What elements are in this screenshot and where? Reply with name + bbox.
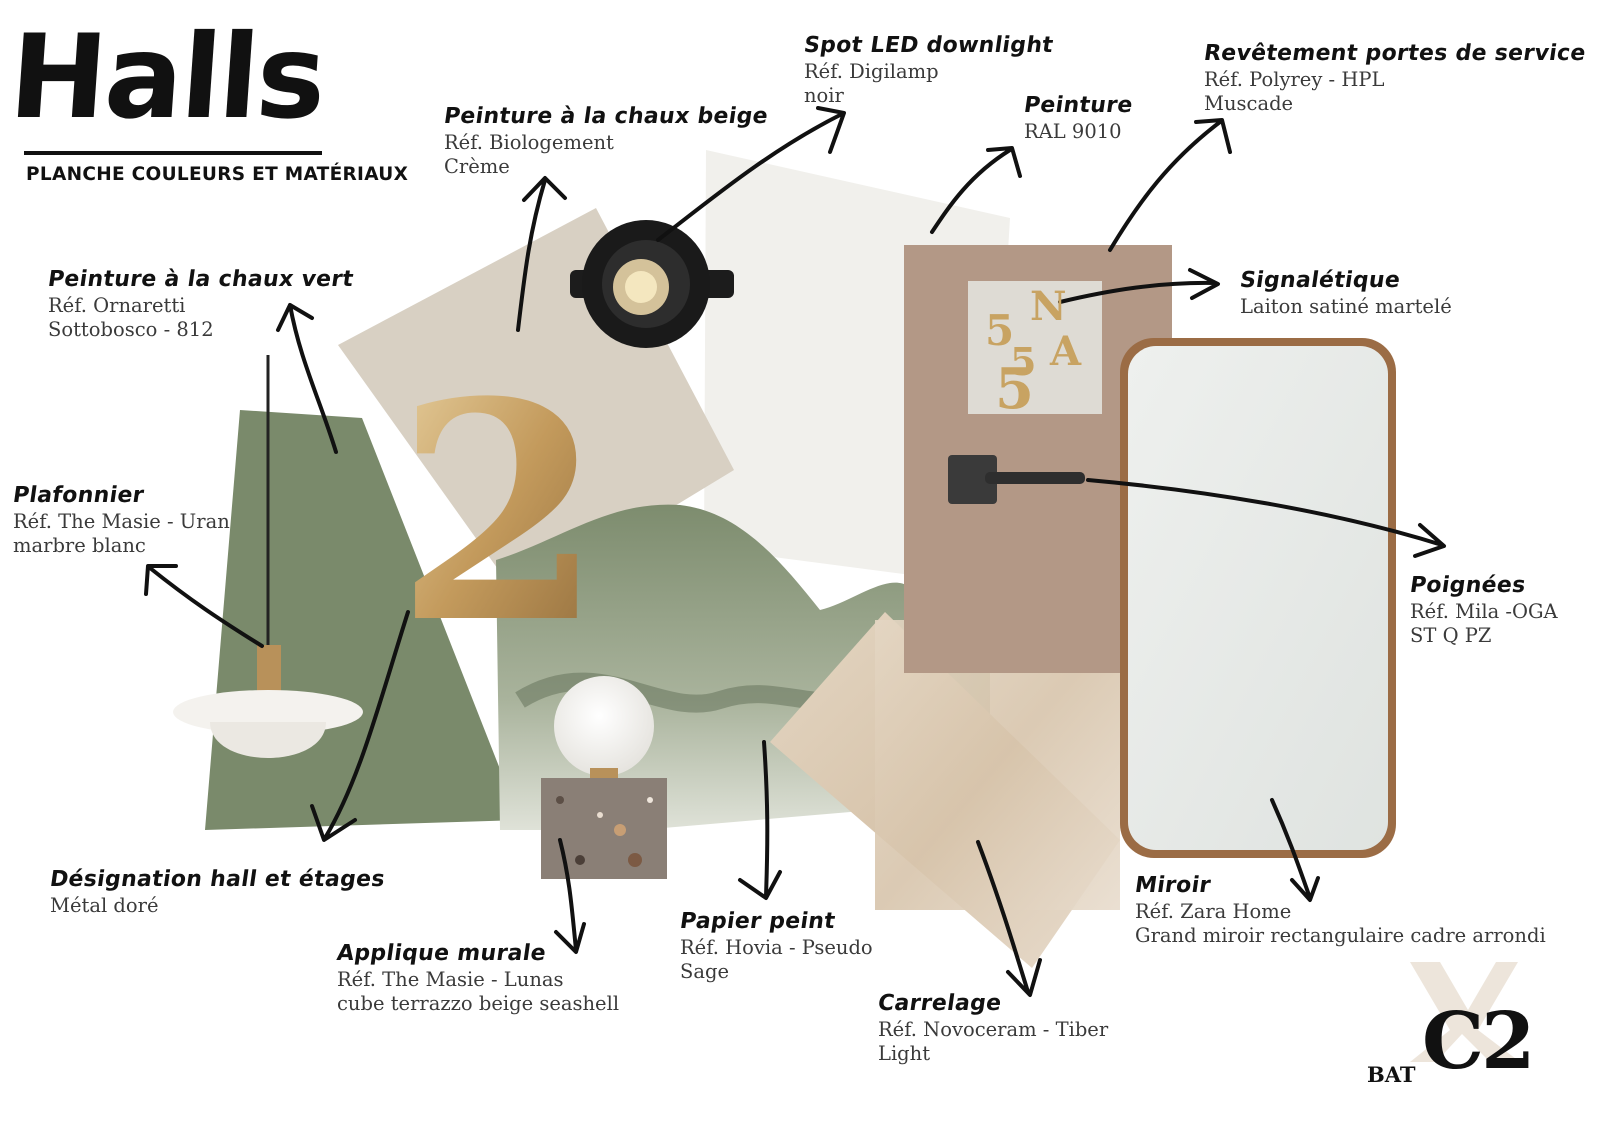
- arrow-peinture: [930, 146, 1022, 234]
- label-line: Crème: [444, 154, 510, 178]
- label-chaux-beige: Peinture à la chaux beige Réf. Biologeme…: [442, 103, 770, 179]
- label-signaletique: Signalétique Laiton satiné martelé: [1238, 267, 1452, 319]
- mirror-glass: [1128, 346, 1388, 850]
- label-heading: Miroir: [1133, 873, 1213, 898]
- label-designation: Désignation hall et étages Métal doré: [48, 866, 387, 918]
- label-heading: Revêtement portes de service: [1202, 41, 1588, 66]
- label-line: ST Q PZ: [1410, 623, 1492, 647]
- label-line: Réf. Polyrey - HPL: [1204, 67, 1385, 91]
- page-subtitle: PLANCHE COULEURS ET MATÉRIAUX: [26, 164, 409, 185]
- label-line: Grand miroir rectangulaire cadre arrondi: [1135, 923, 1546, 947]
- label-heading: Carrelage: [876, 991, 1004, 1016]
- logo-accent: [1410, 962, 1520, 1062]
- label-heading: Désignation hall et étages: [48, 867, 387, 892]
- label-line: Réf. Zara Home: [1135, 899, 1292, 923]
- sign-letter: A: [1049, 328, 1082, 375]
- label-line: Muscade: [1204, 91, 1294, 115]
- signage-photo: [968, 281, 1102, 414]
- logo-code: C2: [1422, 996, 1535, 1087]
- label-line: Réf. Biologement: [444, 130, 614, 154]
- house-number-2: 2: [395, 336, 604, 689]
- label-heading: Papier peint: [678, 909, 837, 934]
- arrow-signaletique: [1058, 268, 1220, 304]
- logo-bat: BAT: [1367, 1062, 1416, 1087]
- label-line: Sottobosco - 812: [48, 317, 214, 341]
- label-line: cube terrazzo beige seashell: [337, 991, 620, 1015]
- label-line: marbre blanc: [13, 533, 146, 557]
- label-line: Réf. Novoceram - Tiber: [878, 1017, 1109, 1041]
- label-line: Réf. Mila -OGA: [1410, 599, 1558, 623]
- arrow-papier: [738, 740, 782, 900]
- sign-letter: 5: [985, 306, 1014, 355]
- label-line: Sage: [680, 959, 730, 983]
- label-line: Light: [878, 1041, 931, 1065]
- label-line: Réf. The Masie - Lunas: [337, 967, 564, 991]
- label-peinture: Peinture RAL 9010: [1022, 92, 1135, 144]
- label-line: Réf. Ornaretti: [48, 293, 186, 317]
- label-line: Réf. The Masie - Uran: [13, 509, 230, 533]
- label-heading: Plafonnier: [11, 483, 146, 508]
- arrow-spot: [656, 106, 846, 242]
- handle-rose: [948, 455, 997, 504]
- wall-sconce: [541, 676, 667, 879]
- label-revetement: Revêtement portes de service Réf. Polyre…: [1202, 40, 1588, 116]
- label-heading: Signalétique: [1238, 268, 1402, 293]
- arrow-chaux-vert: [276, 303, 338, 454]
- arrow-miroir: [1270, 798, 1320, 902]
- arrow-applique: [554, 838, 586, 954]
- label-line: Réf. Hovia - Pseudo: [680, 935, 873, 959]
- label-papier: Papier peint Réf. Hovia - Pseudo Sage: [678, 908, 873, 984]
- label-heading: Spot LED downlight: [802, 33, 1055, 58]
- label-spot: Spot LED downlight Réf. Digilamp noir: [802, 32, 1055, 108]
- label-poignees: Poignées Réf. Mila -OGA ST Q PZ: [1408, 572, 1558, 648]
- arrow-revetement: [1108, 118, 1232, 252]
- sign-letter: N: [1030, 283, 1067, 330]
- label-heading: Peinture à la chaux vert: [46, 267, 356, 292]
- label-heading: Peinture: [1022, 93, 1135, 118]
- label-plafonnier: Plafonnier Réf. The Masie - Uran marbre …: [11, 482, 230, 558]
- arrow-chaux-beige: [516, 176, 567, 332]
- label-heading: Applique murale: [335, 941, 548, 966]
- title-underline: [24, 151, 322, 155]
- arrow-poignees: [1086, 478, 1446, 558]
- label-heading: Peinture à la chaux beige: [442, 104, 770, 129]
- handle-lever: [985, 472, 1085, 484]
- arrow-carrelage: [976, 840, 1042, 997]
- sign-letter: 5: [995, 356, 1034, 422]
- spot-downlight: [570, 220, 734, 348]
- label-line: Laiton satiné martelé: [1240, 294, 1452, 318]
- label-line: Réf. Digilamp: [804, 59, 939, 83]
- page-title: Halls: [5, 10, 329, 145]
- label-line: RAL 9010: [1024, 119, 1122, 143]
- label-line: noir: [804, 83, 844, 107]
- pendant-lamp: [173, 355, 363, 758]
- label-carrelage: Carrelage Réf. Novoceram - Tiber Light: [876, 990, 1109, 1066]
- arrow-designation: [310, 610, 410, 842]
- label-heading: Poignées: [1408, 573, 1528, 598]
- label-applique: Applique murale Réf. The Masie - Lunas c…: [335, 940, 620, 1016]
- label-line: Métal doré: [50, 893, 159, 917]
- label-miroir: Miroir Réf. Zara Home Grand miroir recta…: [1133, 872, 1546, 948]
- arrow-plafonnier: [144, 564, 264, 648]
- sign-letter: 5: [1010, 339, 1036, 384]
- label-chaux-vert: Peinture à la chaux vert Réf. Ornaretti …: [46, 266, 356, 342]
